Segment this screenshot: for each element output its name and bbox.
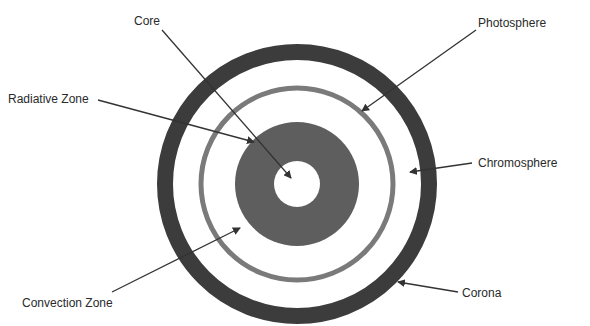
- leader-line: [112, 228, 240, 292]
- leader-line: [410, 163, 472, 172]
- leader-line: [398, 282, 458, 292]
- part-label: Corona: [462, 286, 501, 300]
- core-disk: [274, 161, 320, 207]
- part-label: Radiative Zone: [8, 92, 89, 106]
- leader-line: [162, 30, 291, 178]
- leader-line: [98, 100, 254, 142]
- part-label: Convection Zone: [22, 296, 113, 310]
- part-label: Chromosphere: [478, 156, 557, 170]
- radiative-zone-disk: [235, 122, 359, 246]
- part-label: Photosphere: [478, 16, 546, 30]
- leader-line: [362, 30, 476, 111]
- part-label: Core: [134, 14, 160, 28]
- photosphere-ring: [201, 88, 393, 280]
